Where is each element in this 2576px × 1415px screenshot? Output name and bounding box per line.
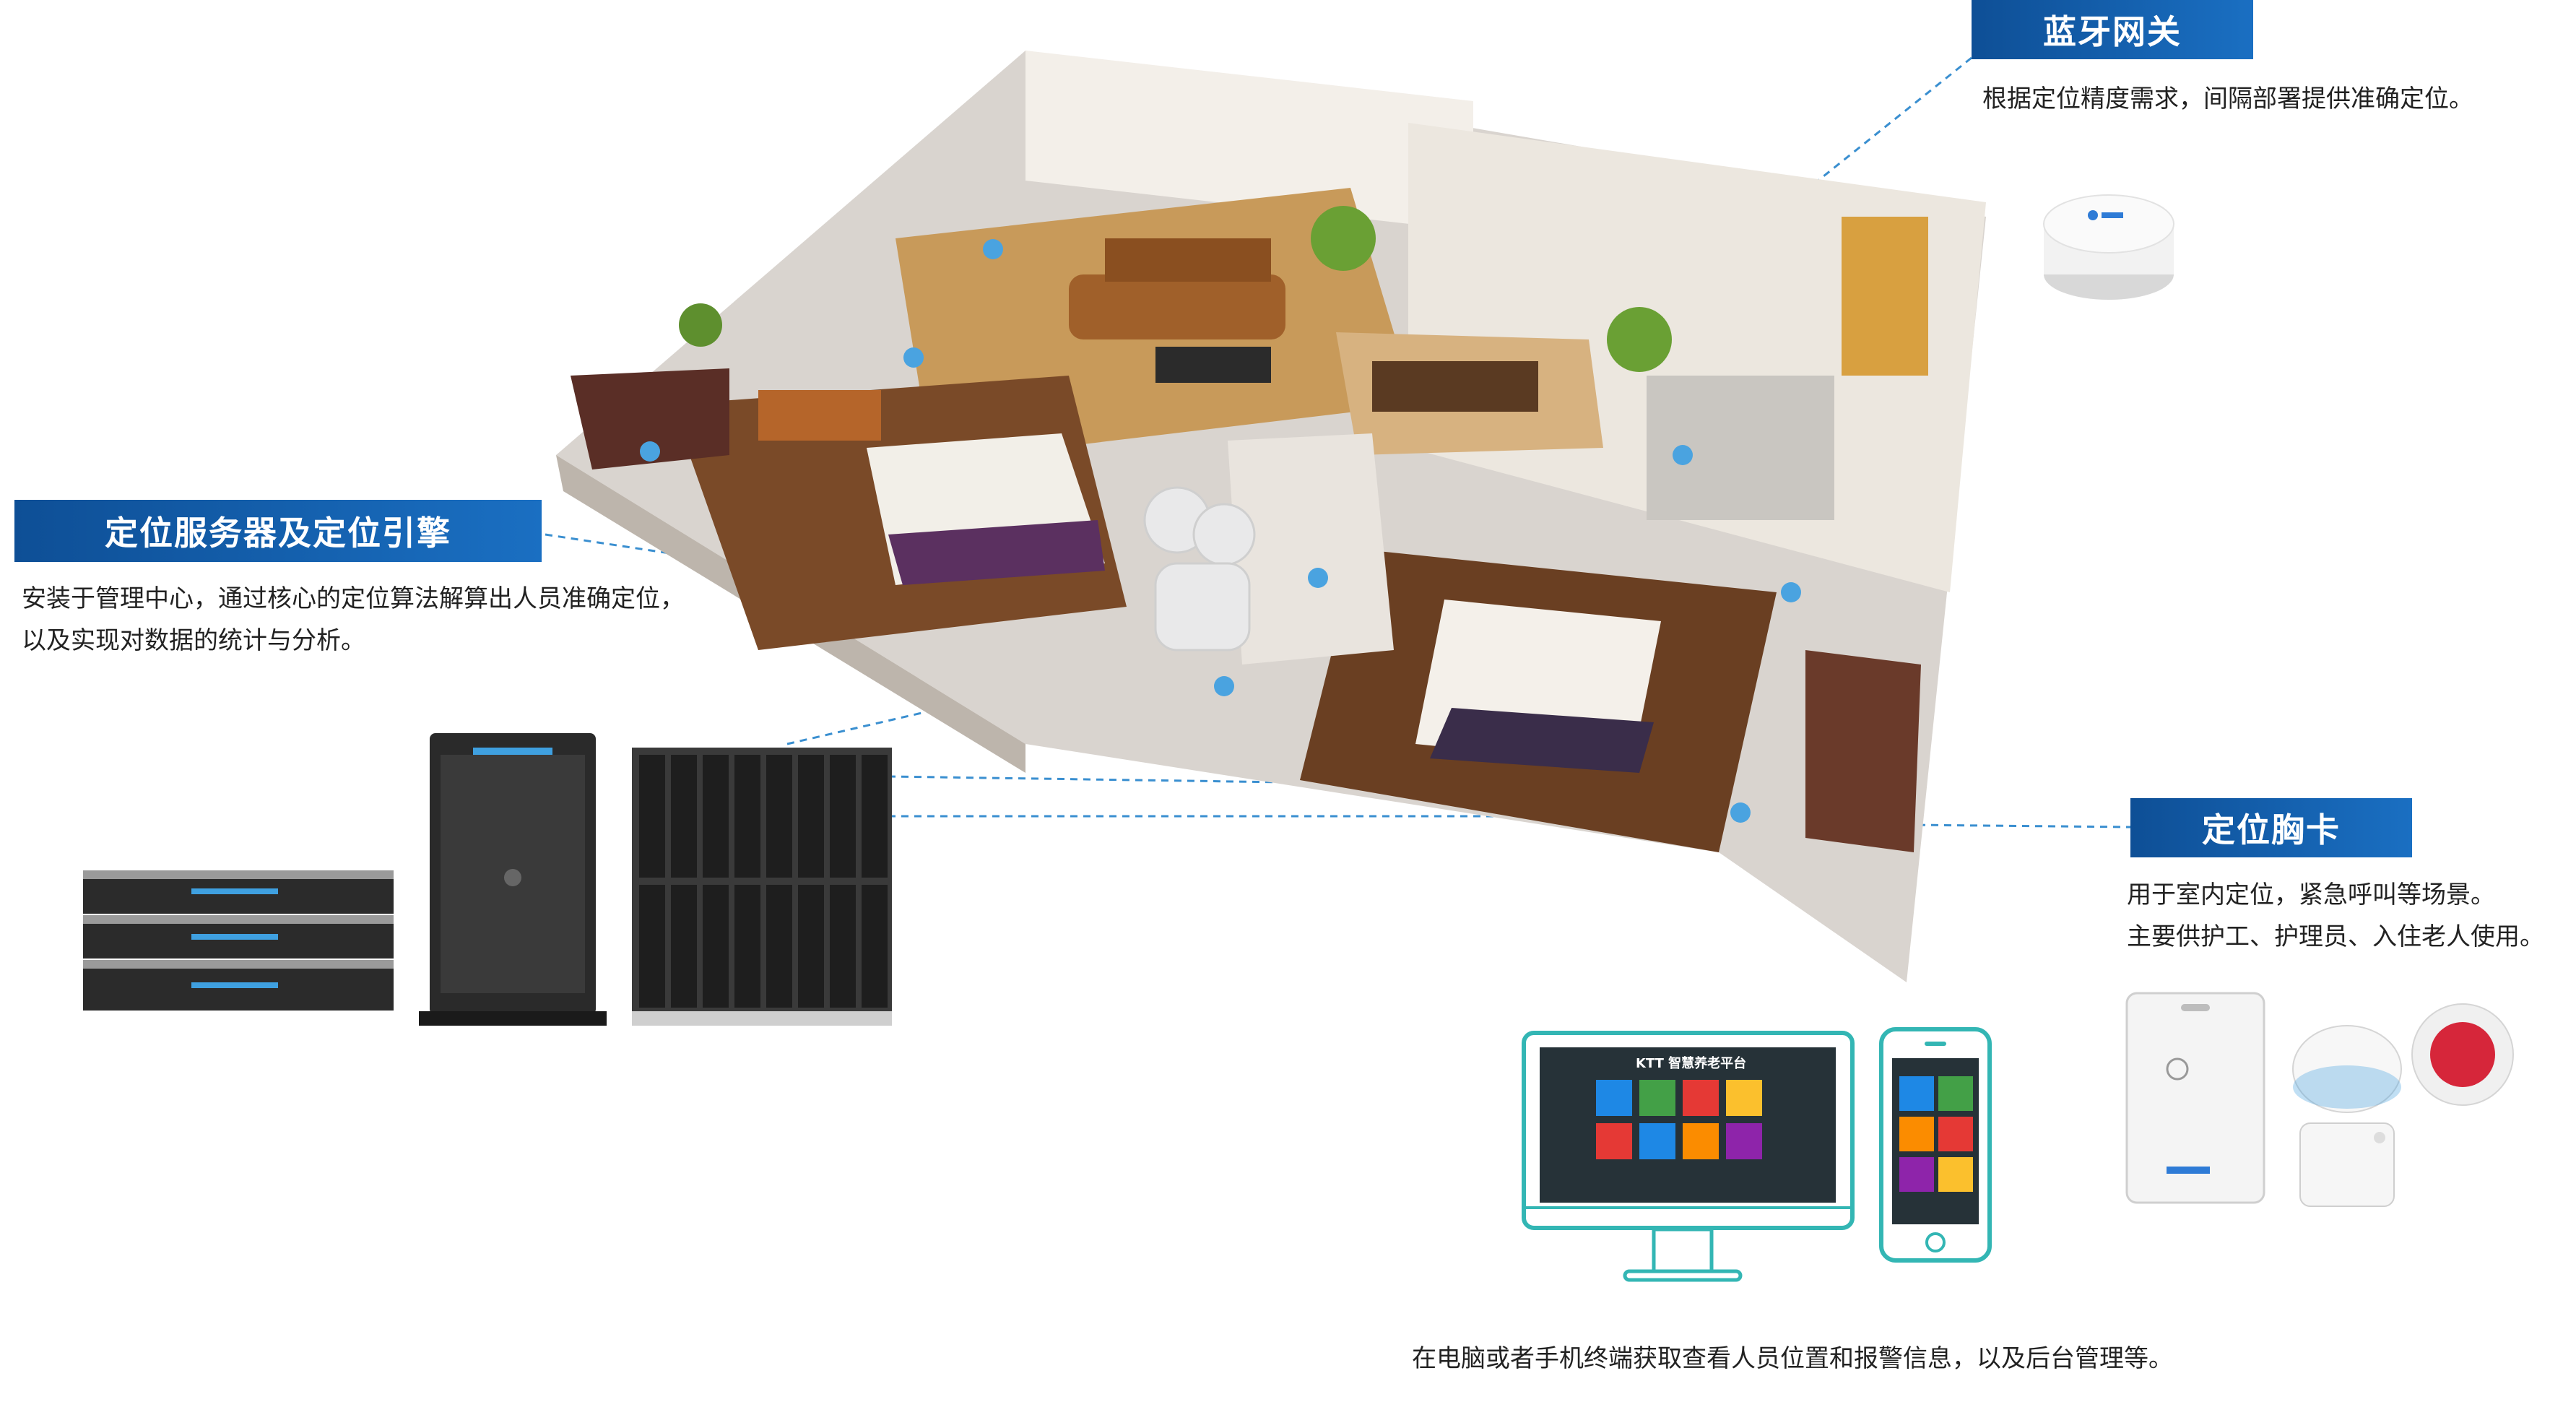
back-wall-left (1025, 51, 1473, 231)
server-title-label: 定位服务器及定位引擎 (14, 500, 542, 562)
gateway-puck-icon (2043, 194, 2174, 300)
desk (758, 390, 881, 441)
rack-servers (83, 870, 394, 1011)
server-icon (83, 733, 892, 1026)
gateway-title-label: 蓝牙网关 (1972, 0, 2253, 59)
monitor-app-tiles (1596, 1080, 1762, 1159)
server-description-line2: 以及实现对数据的统计与分析。 (22, 626, 365, 655)
badge-title: 定位胸卡 (2202, 810, 2341, 849)
bathroom-floor (1228, 433, 1394, 665)
badge-title-label: 定位胸卡 (2130, 798, 2412, 857)
sofa (1069, 274, 1285, 339)
bed2-blanket (1430, 708, 1654, 773)
monitor-title: KTT 智慧养老平台 (1636, 1056, 1747, 1071)
plant (679, 303, 722, 347)
coffee-table (1155, 347, 1271, 383)
server-description-line1: 安装于管理中心，通过核心的定位算法解算出人员准确定位， (22, 584, 685, 613)
people-avatars (1143, 486, 1256, 652)
badge-connector (1761, 822, 2131, 828)
plant (1607, 307, 1672, 372)
tower-server (419, 733, 607, 1026)
phone-icon (1879, 1027, 1992, 1263)
terminal-description: 在电脑或者手机终端获取查看人员位置和报警信息，以及后台管理等。 (1412, 1344, 2173, 1373)
blade-chassis (632, 748, 892, 1026)
kitchen-counter (1647, 376, 1834, 520)
balcony-right (1805, 650, 1921, 852)
badge-card-icon (2125, 992, 2514, 1207)
gateway-title: 蓝牙网关 (2043, 12, 2182, 51)
monitor-icon (1522, 1027, 1992, 1282)
server-connector-3 (888, 775, 1633, 789)
sofa-back (1105, 238, 1271, 282)
balcony-left (571, 368, 729, 469)
dining-table (1372, 361, 1538, 412)
badge-description-line1: 用于室内定位，紧急呼叫等场景。 (2127, 880, 2495, 909)
plant (1311, 206, 1376, 271)
gateway-description: 根据定位精度需求，间隔部署提供准确定位。 (1982, 85, 2473, 113)
badge-description-line2: 主要供护工、护理员、入住老人使用。 (2127, 922, 2544, 951)
bed1-blanket (888, 520, 1105, 585)
server-title: 定位服务器及定位引擎 (105, 514, 451, 553)
kitchen-cabinet (1842, 217, 1928, 376)
gateway-markers (640, 239, 1801, 823)
